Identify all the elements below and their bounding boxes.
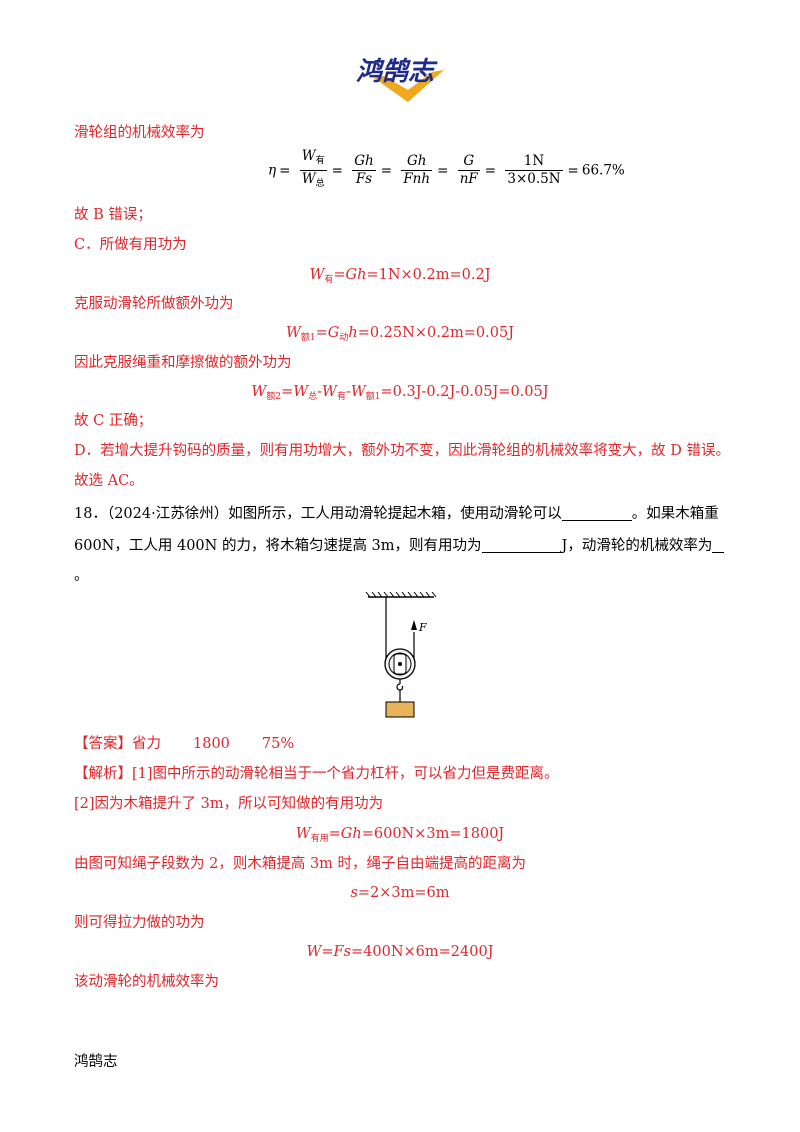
q-text: 。如果木箱重 <box>631 506 719 522</box>
fraction: G nF <box>457 153 480 188</box>
den: W <box>301 171 316 187</box>
sub: 额2 <box>266 392 282 402</box>
w: -W <box>317 384 337 400</box>
sub: 有 <box>324 275 334 285</box>
text-line: 克服动滑轮所做额外功为 <box>74 296 234 312</box>
num: Gh <box>352 153 376 171</box>
rest: =0.25N×0.2m=0.05J <box>357 325 515 341</box>
text-line: 故 B 错误； <box>74 207 152 223</box>
analysis-line-5: 该动滑轮的机械效率为 <box>74 974 219 990</box>
eta-symbol: η <box>268 162 277 179</box>
sub: 额1 <box>365 392 381 402</box>
answer-2: 1800 <box>193 736 230 752</box>
fs: =Fs <box>321 944 352 960</box>
rest: =0.3J-0.2J-0.05J=0.05J <box>380 384 549 400</box>
text-line: C．所做有用功为 <box>74 237 187 253</box>
answer-tag: 【答案】 <box>74 736 132 752</box>
w: -W <box>345 384 366 400</box>
fraction: Gh Fnh <box>401 153 433 188</box>
sub: 总 <box>308 392 318 402</box>
gh: =Gh <box>328 826 362 842</box>
sub: 动 <box>339 333 349 343</box>
equation-extra-work-1: W额1=G动h=0.25N×0.2m=0.05J <box>0 323 800 348</box>
sub: 有 <box>315 156 325 166</box>
num: Gh <box>401 153 433 171</box>
den: nF <box>459 171 478 187</box>
fraction: W有 W总 <box>299 148 327 193</box>
text-line: 故选 AC。 <box>74 473 144 489</box>
equation-useful-work: W有=Gh=1N×0.2m=0.2J <box>0 265 800 290</box>
force-label: F <box>418 621 427 634</box>
num: 1N <box>505 153 563 171</box>
w: W <box>285 325 301 341</box>
rest: =600N×3m=1800J <box>361 826 505 842</box>
equation-total-work: W=Fs=400N×6m=2400J <box>0 942 800 962</box>
w: W <box>295 826 311 842</box>
question-18-line-1: 18．（2024·江苏徐州）如图所示，工人用动滑轮提起木箱，使用动滑轮可以 。如果… <box>74 504 719 524</box>
pulley-figure: F <box>362 591 442 722</box>
gh: =Gh <box>333 267 367 283</box>
logo: 鸿鹄志 <box>352 52 462 106</box>
sub: 有 <box>336 392 346 402</box>
den: Fnh <box>403 171 431 187</box>
g: =G <box>315 325 340 341</box>
analysis-line-4: 则可得拉力做的功为 <box>74 915 205 931</box>
equation-extra-work-2: W额2=W总-W有-W额1=0.3J-0.2J-0.05J=0.05J <box>0 382 800 407</box>
text-line: 因此克服绳重和摩擦做的额外功为 <box>74 355 292 371</box>
question-18-line-3: 。 <box>74 568 89 584</box>
analysis-line-3: 由图可知绳子段数为 2，则木箱提高 3m 时，绳子自由端提高的距离为 <box>74 856 527 872</box>
sub: 总 <box>315 179 325 189</box>
analysis-text: [1]图中所示的动滑轮相当于一个省力杠杆，可以省力但是费距离。 <box>132 766 559 782</box>
analysis-line-2: [2]因为木箱提升了 3m，所以可知做的有用功为 <box>74 796 384 812</box>
blank <box>481 538 562 553</box>
s: s <box>350 885 358 901</box>
rest: =1N×0.2m=0.2J <box>366 267 491 283</box>
rest: =400N×6m=2400J <box>351 944 494 960</box>
sub: 额1 <box>300 333 316 343</box>
answer-3: 75% <box>261 736 295 752</box>
result: 66.7% <box>581 162 625 179</box>
analysis-tag: 【解析】 <box>74 766 132 782</box>
answer-line: 【答案】省力 1800 75% <box>74 734 294 754</box>
equation-distance: s=2×3m=6m <box>0 883 800 903</box>
w: W <box>306 944 322 960</box>
question-18-line-2: 600N，工人用 400N 的力，将木箱匀速提高 3m，则有用功为 J，动滑轮的机… <box>74 536 725 556</box>
w: =W <box>281 384 309 400</box>
efficiency-equation: η= W有 W总 = Gh Fs = Gh Fnh = G nF = 1N 3×… <box>268 148 625 193</box>
q-text: 600N，工人用 400N 的力，将木箱匀速提高 3m，则有用功为 <box>74 538 482 554</box>
logo-text: 鸿鹄志 <box>356 57 438 87</box>
den: 3×0.5N <box>507 171 561 187</box>
equation-useful-work-18: W有用=Gh=600N×3m=1800J <box>0 824 800 849</box>
rest: =2×3m=6m <box>357 885 450 901</box>
blank <box>712 538 725 553</box>
blank <box>561 506 632 521</box>
h: h <box>348 325 358 341</box>
den: Fs <box>355 171 373 187</box>
w: W <box>309 267 325 283</box>
fraction: 1N 3×0.5N <box>505 153 563 188</box>
sub: 有用 <box>310 834 329 844</box>
analysis-line-1: 【解析】[1]图中所示的动滑轮相当于一个省力杠杆，可以省力但是费距离。 <box>74 764 559 784</box>
text-line: 故 C 正确； <box>74 413 153 429</box>
fraction: Gh Fs <box>352 153 376 188</box>
num: W <box>301 148 316 164</box>
q-text: J，动滑轮的机械效率为 <box>561 538 713 554</box>
logo-graphic: 鸿鹄志 <box>356 57 444 102</box>
answer-1: 省力 <box>132 736 161 752</box>
text-line: 滑轮组的机械效率为 <box>74 125 205 141</box>
w: W <box>251 384 267 400</box>
q-text: 18．（2024·江苏徐州）如图所示，工人用动滑轮提起木箱，使用动滑轮可以 <box>74 506 562 522</box>
num: G <box>457 153 480 171</box>
footer-text: 鸿鹄志 <box>74 1054 118 1070</box>
text-line: D．若增大提升钩码的质量，则有用功增大，额外功不变，因此滑轮组的机械效率将变大，… <box>74 443 730 459</box>
